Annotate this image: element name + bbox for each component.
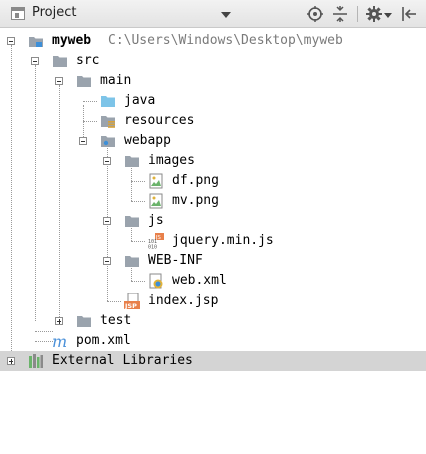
folder-icon bbox=[124, 213, 140, 229]
tree-guide-line bbox=[131, 181, 145, 182]
tree-node-indexjsp[interactable]: JSP index.jsp bbox=[0, 291, 426, 311]
tree-guide-line bbox=[131, 281, 145, 282]
folder-icon bbox=[76, 73, 92, 89]
tree-node-webinf[interactable]: WEB-INF bbox=[0, 251, 426, 271]
view-dropdown-icon[interactable] bbox=[221, 12, 231, 18]
toolbar-separator bbox=[357, 6, 358, 22]
node-label: web.xml bbox=[172, 273, 227, 288]
node-label: WEB-INF bbox=[148, 253, 203, 268]
folder-icon bbox=[52, 53, 68, 69]
panel-title: Project bbox=[32, 5, 77, 20]
node-label: main bbox=[100, 73, 132, 88]
collapse-toggle[interactable] bbox=[103, 157, 111, 165]
tree-node-df-png[interactable]: df.png bbox=[0, 171, 426, 191]
root-path: C:\Users\Windows\Desktop\myweb bbox=[108, 33, 343, 48]
node-label: index.jsp bbox=[148, 293, 219, 308]
web-folder-icon bbox=[100, 133, 116, 149]
image-file-icon bbox=[148, 173, 164, 189]
tree-node-pom[interactable]: m pom.xml bbox=[0, 331, 426, 351]
tree-guide-line bbox=[59, 85, 60, 321]
collapse-toggle[interactable] bbox=[7, 37, 15, 45]
module-folder-icon bbox=[28, 33, 44, 49]
folder-icon bbox=[124, 253, 140, 269]
tree-node-external-libraries[interactable]: External Libraries bbox=[0, 351, 426, 371]
node-label: pom.xml bbox=[76, 333, 131, 348]
resources-folder-icon bbox=[100, 113, 116, 129]
project-tree[interactable]: myweb C:\Users\Windows\Desktop\myweb src… bbox=[0, 30, 426, 454]
node-label: test bbox=[100, 313, 132, 328]
tree-node-webapp[interactable]: webapp bbox=[0, 131, 426, 151]
tree-node-myweb[interactable]: myweb C:\Users\Windows\Desktop\myweb bbox=[0, 31, 426, 51]
tree-node-java[interactable]: java bbox=[0, 91, 426, 111]
tree-guide-line bbox=[83, 105, 84, 145]
tree-node-src[interactable]: src bbox=[0, 51, 426, 71]
tree-guide-line bbox=[107, 301, 121, 302]
tree-node-test[interactable]: test bbox=[0, 311, 426, 331]
project-tool-window-header: Project bbox=[0, 0, 426, 28]
tree-node-main[interactable]: main bbox=[0, 71, 426, 91]
web-xml-file-icon bbox=[148, 273, 164, 289]
collapse-all-icon[interactable] bbox=[331, 5, 349, 23]
source-folder-icon bbox=[100, 93, 116, 109]
node-label: External Libraries bbox=[52, 353, 193, 368]
node-label: java bbox=[124, 93, 156, 108]
collapse-toggle[interactable] bbox=[55, 77, 63, 85]
node-label: df.png bbox=[172, 173, 219, 188]
tree-node-resources[interactable]: resources bbox=[0, 111, 426, 131]
locate-icon[interactable] bbox=[306, 5, 324, 23]
folder-icon bbox=[124, 153, 140, 169]
tree-node-images[interactable]: images bbox=[0, 151, 426, 171]
tree-guide-line bbox=[11, 45, 12, 361]
tree-guide-line bbox=[83, 121, 97, 122]
expand-toggle[interactable] bbox=[55, 317, 63, 325]
root-name: myweb bbox=[52, 33, 92, 48]
settings-dropdown-icon[interactable] bbox=[384, 13, 392, 18]
svg-text:m: m bbox=[52, 333, 67, 349]
collapse-toggle[interactable] bbox=[31, 57, 39, 65]
node-label: webapp bbox=[124, 133, 171, 148]
node-label: jquery.min.js bbox=[172, 233, 274, 248]
tree-guide-line bbox=[131, 241, 145, 242]
tree-guide-line bbox=[35, 331, 53, 332]
tree-node-js[interactable]: js bbox=[0, 211, 426, 231]
jsp-file-icon: JSP bbox=[124, 293, 140, 309]
settings-icon[interactable] bbox=[365, 5, 383, 23]
tree-node-webxml[interactable]: web.xml bbox=[0, 271, 426, 291]
collapse-toggle[interactable] bbox=[103, 257, 111, 265]
tree-guide-line bbox=[131, 201, 145, 202]
collapse-toggle[interactable] bbox=[79, 137, 87, 145]
node-label: src bbox=[76, 53, 100, 68]
project-window-icon bbox=[11, 7, 25, 20]
svg-text:JSP: JSP bbox=[124, 302, 137, 309]
tree-node-mv-png[interactable]: mv.png bbox=[0, 191, 426, 211]
hide-panel-icon[interactable] bbox=[400, 5, 418, 23]
collapse-toggle[interactable] bbox=[103, 217, 111, 225]
expand-toggle[interactable] bbox=[7, 357, 15, 365]
node-label: resources bbox=[124, 113, 195, 128]
tree-guide-line bbox=[35, 341, 53, 342]
svg-text:101: 101 bbox=[148, 239, 157, 245]
node-label: js bbox=[148, 213, 164, 228]
tree-guide-line bbox=[83, 101, 97, 102]
library-icon bbox=[28, 353, 44, 369]
maven-file-icon: m bbox=[52, 333, 68, 349]
image-file-icon bbox=[148, 193, 164, 209]
tree-guide-line bbox=[131, 165, 132, 201]
svg-text:010: 010 bbox=[148, 245, 157, 250]
svg-text:JS: JS bbox=[155, 235, 162, 241]
tree-guide-line bbox=[131, 265, 132, 281]
tree-guide-line bbox=[131, 225, 132, 241]
node-label: mv.png bbox=[172, 193, 219, 208]
folder-icon bbox=[76, 313, 92, 329]
node-label: images bbox=[148, 153, 195, 168]
tree-guide-line bbox=[35, 65, 36, 321]
